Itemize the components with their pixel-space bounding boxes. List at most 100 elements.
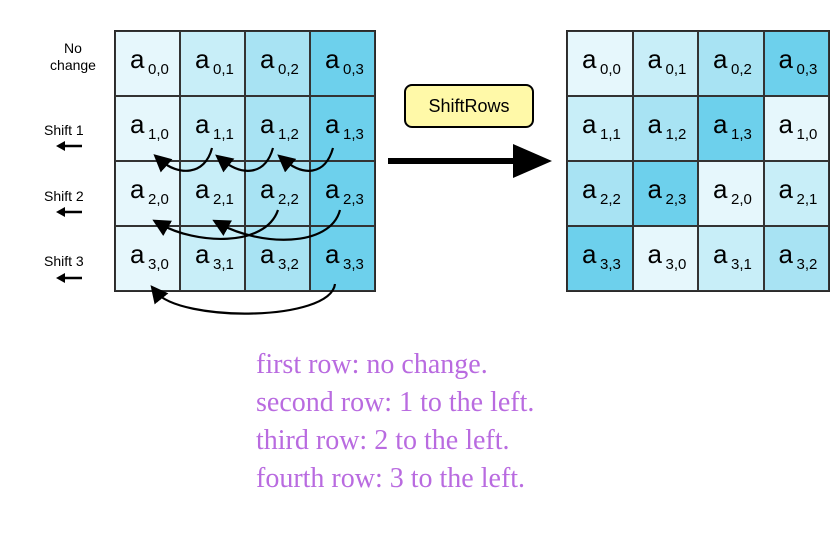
cell-letter: a xyxy=(582,44,597,74)
cell-letter: a xyxy=(647,44,662,74)
cell-letter: a xyxy=(713,239,728,269)
cell-subscript: 3,3 xyxy=(600,256,621,273)
cell-letter: a xyxy=(325,44,340,74)
caption-line-3: third row: 2 to the left. xyxy=(256,425,510,456)
cell-letter: a xyxy=(713,109,728,139)
cell-subscript: 2,1 xyxy=(796,191,818,208)
cell-letter: a xyxy=(130,109,145,139)
caption-block: first row: no change. second row: 1 to t… xyxy=(256,346,534,498)
caption-line-4: fourth row: 3 to the left. xyxy=(256,463,526,494)
cell-letter: a xyxy=(130,239,145,269)
row2-shift-arrows xyxy=(152,209,342,241)
cell-letter: a xyxy=(778,174,793,204)
cell-letter: a xyxy=(260,109,275,139)
row-label-line1: No xyxy=(64,40,82,56)
cell-letter: a xyxy=(582,239,597,269)
row-label-no-change: No change xyxy=(38,40,108,74)
row-label-shift-2: Shift 2 xyxy=(44,188,84,204)
shift-left-arrow-2 xyxy=(56,207,82,217)
cell-letter: a xyxy=(260,239,275,269)
shiftrows-label-box: ShiftRows xyxy=(404,84,534,128)
cell-subscript: 2,0 xyxy=(148,191,169,208)
cell-subscript: 0,2 xyxy=(278,61,299,78)
cell-letter: a xyxy=(260,174,275,204)
cell-letter: a xyxy=(778,44,793,74)
cell-letter: a xyxy=(325,174,340,204)
cell-letter: a xyxy=(130,174,145,204)
cell-subscript: 0,2 xyxy=(731,61,752,78)
row-label-shift-3: Shift 3 xyxy=(44,253,84,269)
cell-letter: a xyxy=(582,109,597,139)
shift-left-arrow-1 xyxy=(56,141,82,151)
cell-subscript: 2,2 xyxy=(278,191,299,208)
cell-letter: a xyxy=(647,239,662,269)
cell-letter: a xyxy=(713,44,728,74)
cell-subscript: 0,1 xyxy=(665,61,687,78)
cell-subscript: 1,0 xyxy=(796,126,818,143)
transform-arrow xyxy=(388,144,552,178)
cell-letter: a xyxy=(325,239,340,269)
cell-subscript: 1,2 xyxy=(665,126,687,143)
caption-line-2: second row: 1 to the left. xyxy=(256,387,535,418)
cell-letter: a xyxy=(713,174,728,204)
cell-subscript: 3,3 xyxy=(343,256,364,273)
cell-letter: a xyxy=(778,109,793,139)
cell-letter: a xyxy=(195,174,210,204)
cell-letter: a xyxy=(582,174,597,204)
row3-shift-arrow xyxy=(150,283,337,315)
cell-subscript: 2,3 xyxy=(665,191,687,208)
cell-subscript: 2,1 xyxy=(213,191,234,208)
cell-subscript: 1,2 xyxy=(278,126,299,143)
cell-subscript: 3,2 xyxy=(278,256,299,273)
cell-letter: a xyxy=(778,239,793,269)
cell-subscript: 1,1 xyxy=(213,126,234,143)
cell-subscript: 3,2 xyxy=(796,256,818,273)
cell-subscript: 1,0 xyxy=(148,126,169,143)
caption-line-1: first row: no change. xyxy=(256,349,488,380)
cell-subscript: 0,0 xyxy=(148,61,169,78)
cell-subscript: 3,0 xyxy=(665,256,687,273)
cell-subscript: 1,3 xyxy=(343,126,364,143)
cell-subscript: 3,1 xyxy=(731,256,752,273)
shift-left-arrow-3 xyxy=(56,273,82,283)
cell-letter: a xyxy=(647,109,662,139)
cell-subscript: 0,3 xyxy=(796,61,818,78)
cell-subscript: 0,1 xyxy=(213,61,234,78)
cell-letter: a xyxy=(325,109,340,139)
cell-letter: a xyxy=(195,109,210,139)
cell-letter: a xyxy=(195,239,210,269)
cell-letter: a xyxy=(130,44,145,74)
row-label-line2: change xyxy=(50,57,96,73)
cell-letter: a xyxy=(260,44,275,74)
row-label-shift-1: Shift 1 xyxy=(44,122,84,138)
cell-letter: a xyxy=(647,174,662,204)
